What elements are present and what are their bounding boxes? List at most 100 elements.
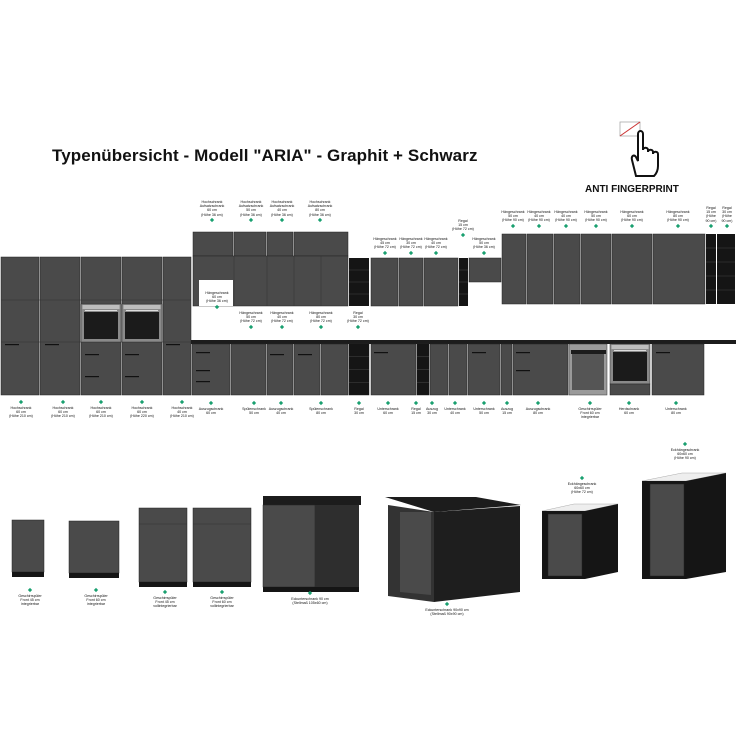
dishwasher-front [138,507,188,583]
upper-label-line: Hängeschrank [501,210,525,214]
bottom-label-line: Front 45 cm [20,598,40,603]
base-cabinet [293,343,321,396]
upper-label-line: 40 cm [534,214,544,219]
lower-label-line: (Höhe 210 cm) [51,414,75,419]
shelf-regal [717,234,735,304]
lower-label-line: Unterschrank [665,407,687,411]
lower-label-line: Unterschrank [444,407,466,411]
corner-side [315,505,359,587]
upper-label-line: 80 cm [315,208,325,213]
upper-label-line: Hängeschrank [472,237,496,241]
tall-cabinet [39,256,81,396]
lower-label-line: Unterschrank [473,407,495,411]
page-title: Typenübersicht - Modell "ARIA" - Graphit… [52,146,478,165]
corner-wall-right [686,473,726,579]
dishwasher-front [11,519,45,573]
upper-label-line: (Höhe 72 cm) [452,227,474,232]
wall-cabinet [423,257,459,307]
handle [125,354,139,356]
lower-label-line: Hochschrank [52,406,74,410]
wall-cabinet [652,233,706,305]
oven-handle [85,310,117,311]
handle [472,352,486,354]
upper-label-line: Hängeschrank [554,210,578,214]
dishwasher-door [571,350,606,354]
upper-label-line: (Höhe 72 cm) [374,245,396,250]
bottom-label-line: vollintegrierbar [153,604,177,609]
upper-label-line: 90 cm) [705,218,717,223]
lower-label-line: Geschirrspüler [578,407,602,411]
upper-label-line: Aufsatzschrank [199,204,225,209]
middle-label-line: (Höhe 72 cm) [240,319,262,324]
handle [45,344,59,346]
worktop [191,340,736,344]
upper-label-line: 60 cm [207,208,217,213]
upper-label-line: 50 cm [591,214,601,219]
lower-label-line: Front 60 cm [580,411,600,416]
plinth [193,582,251,587]
upper-label-line: Hochschrank [201,200,223,204]
plinth [139,582,187,587]
bottom-label-line: integrierbar [86,602,106,607]
upper-label-line: (Höhe 90 cm) [555,218,577,223]
corner-side [434,506,520,602]
bottom-label-line: Eckhängeschrank [567,482,597,486]
base-cabinet [651,343,705,396]
lower-label-line: Auszug [426,407,438,411]
bottom-label-line: Geschirrspüler [153,596,177,600]
upper-label-line: Hängeschrank [527,210,551,214]
upper-label-line: 15 cm [458,223,468,228]
corner-wall-right [585,504,618,579]
lower-label-line: 60 cm [383,411,393,416]
lower-label-line: 80 cm [533,411,543,416]
dishwasher-front [192,507,252,583]
lower-label-line: (Höhe 210 cm) [170,414,194,419]
lower-label-line: Hochschrank [90,406,112,410]
lower-label-line: 50 cm [249,411,259,416]
lower-label-line: Hochschrank [171,406,193,410]
plinth [69,573,119,578]
base-cabinet [429,343,449,396]
upper-label-line: Hochschrank [240,200,262,204]
oven-handle [614,350,646,351]
top-cabinet [266,231,294,257]
middle-label-line: 60 cm [212,295,222,300]
no-touch-hand-icon [618,120,664,180]
oven-window [84,312,118,339]
handle [298,354,312,356]
upper-label-line: 80 cm [673,214,683,219]
base-cabinet [191,343,231,396]
upper-label-line: (Höhe 36 cm) [309,212,331,217]
upper-label-line: Regal [722,206,732,210]
lower-label-line: Auszugschrank [198,407,224,411]
lower-label-line: (Höhe 210 cm) [9,414,33,419]
upper-label-line: Hängeschrank [584,210,608,214]
upper-label-line: Aufsatzschrank [238,204,264,209]
lower-label-line: Hochschrank [131,406,153,410]
middle-label-line: Hängeschrank [270,311,294,315]
corner-wall-front [649,483,685,577]
wall-cabinet [553,233,581,305]
lower-label-line: Spülenschrank [309,407,333,411]
bottom-label-line: (Höhe 72 cm) [571,490,593,495]
top-cabinet [233,231,267,257]
